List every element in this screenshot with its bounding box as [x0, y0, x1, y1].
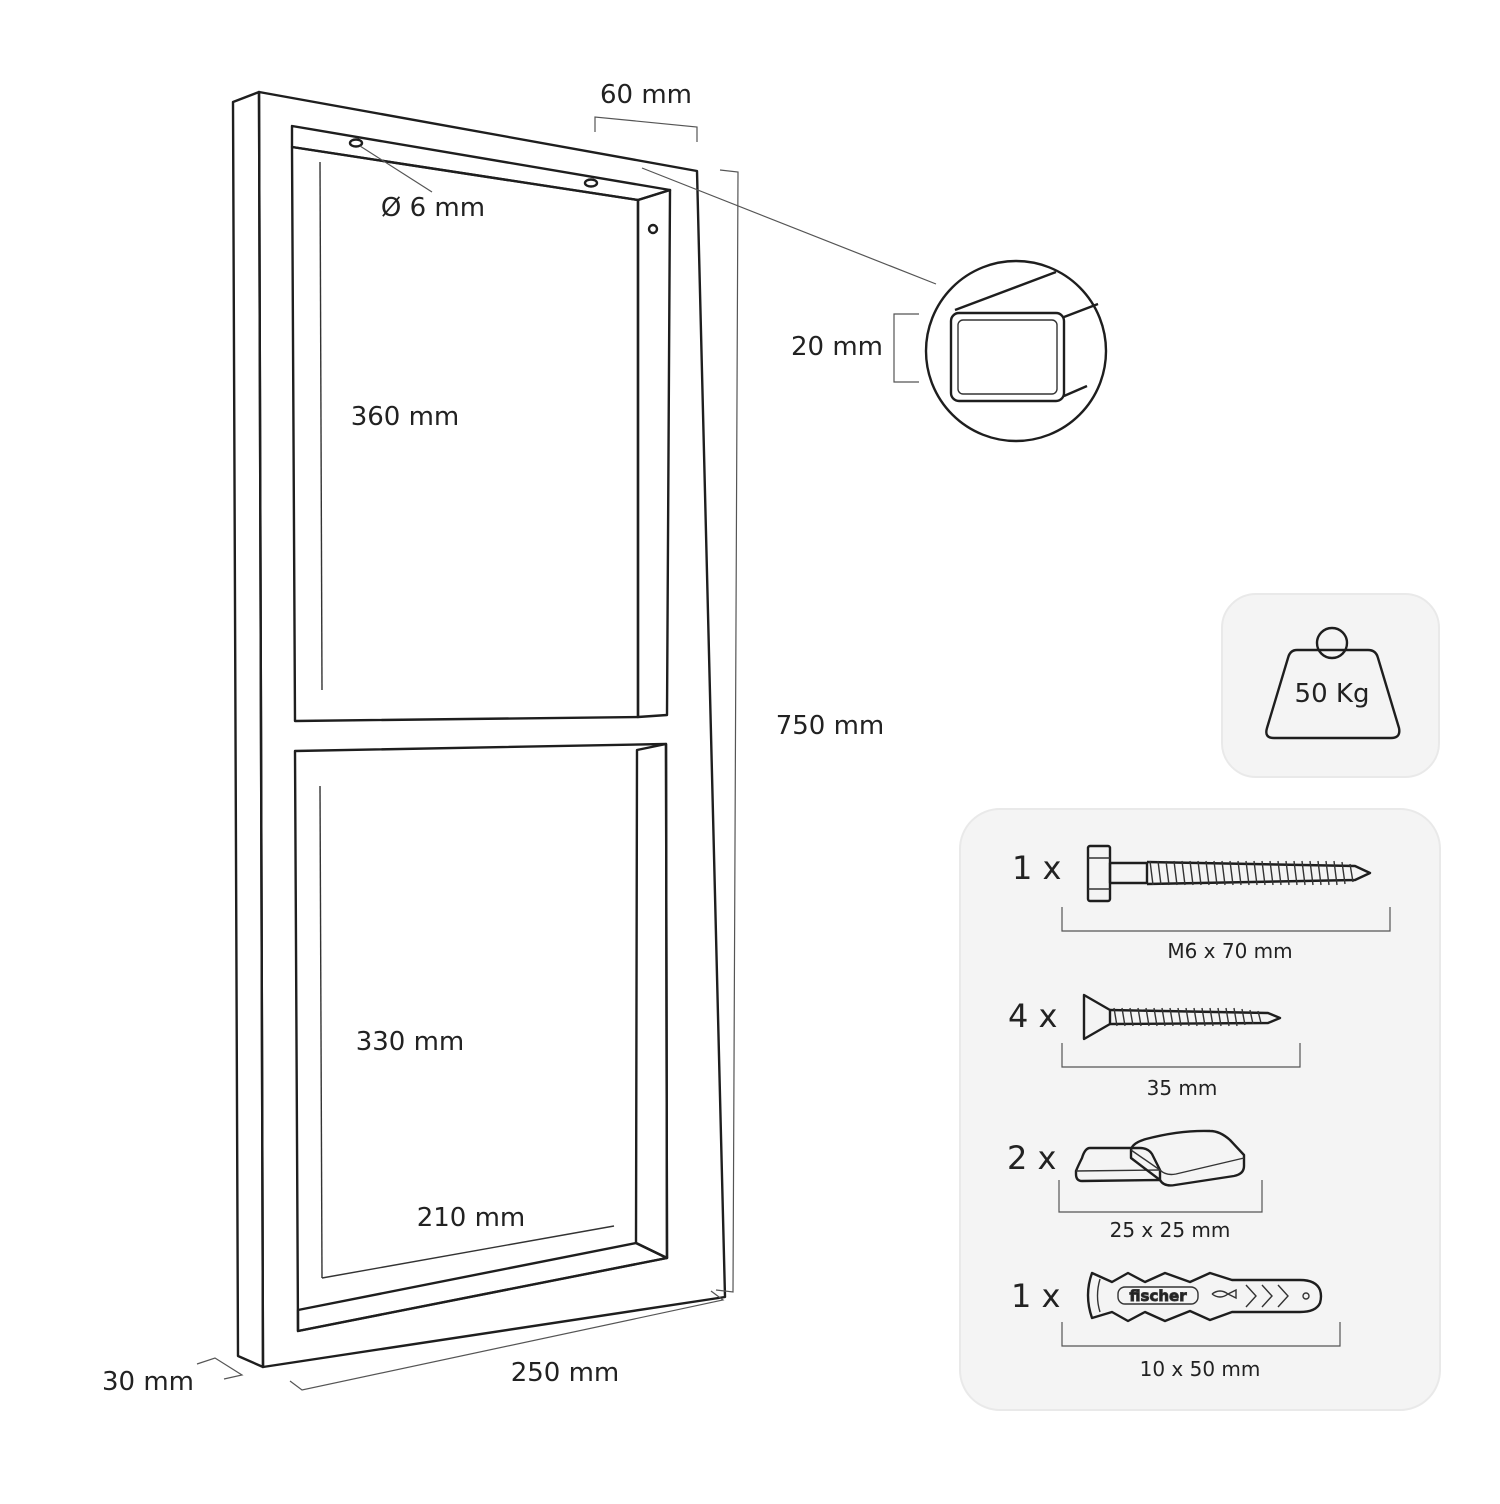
size-bracket: [1061, 1043, 1301, 1068]
hardware-item: 2 x 25 x 25 mm: [1007, 1129, 1263, 1242]
wall-plug-icon: [1086, 1271, 1323, 1323]
pad-icon: [1074, 1129, 1246, 1187]
bracket-frame: [231, 90, 727, 1369]
size-bracket: [1061, 907, 1391, 932]
upper-right-inner-face: [636, 188, 672, 719]
tube-right-edge: [1063, 302, 1099, 319]
hole-diameter-label: Ø 6 mm: [381, 193, 485, 223]
lower-back-edge: [319, 785, 323, 1279]
frame-outer-edge: [257, 90, 727, 1369]
height-bracket: [715, 169, 739, 1293]
tube-end-face: [949, 311, 1066, 403]
frame-top-inner-face: [290, 124, 672, 202]
inner-width-label: 210 mm: [417, 1203, 526, 1233]
detail-circle: [924, 259, 1108, 443]
brand-mark: fischer: [1129, 1287, 1187, 1305]
size-bracket: [1061, 1322, 1341, 1347]
hardware-quantity: 1 x: [1011, 1277, 1060, 1315]
tube-width-bracket: [594, 116, 698, 142]
hardware-size: 25 x 25 mm: [1110, 1218, 1231, 1242]
hardware-size: 35 mm: [1147, 1076, 1218, 1100]
hardware-size: M6 x 70 mm: [1167, 939, 1292, 963]
hardware-size: 10 x 50 mm: [1140, 1357, 1261, 1381]
hardware-panel: 1 x M6 x 70 mm 4 x 35 mm: [959, 808, 1441, 1411]
lower-bottom-inner-face: [296, 1241, 669, 1333]
hardware-item: 1 x M6 x 70 mm: [1012, 844, 1391, 963]
tube-height-bracket: [893, 313, 919, 383]
tube-height-label: 20 mm: [791, 332, 883, 362]
hardware-item: 1 x fischer 10 x 50 mm: [1011, 1271, 1341, 1381]
hardware-panel-bg: [959, 808, 1441, 1411]
hole-leader-line: [359, 145, 433, 193]
mounting-hole: [583, 178, 599, 188]
lower-opening-label: 330 mm: [356, 1027, 465, 1057]
upper-opening-label: 360 mm: [351, 402, 460, 432]
detail-leader-line: [641, 167, 937, 285]
hardware-quantity: 2 x: [1007, 1139, 1056, 1177]
upper-back-edge: [319, 161, 323, 691]
mounting-hole: [348, 138, 364, 148]
tube-section-detail: [641, 167, 1108, 443]
hardware-item: 4 x 35 mm: [1008, 993, 1301, 1100]
tube-bottom-edge: [1063, 384, 1088, 398]
hardware-quantity: 1 x: [1012, 849, 1061, 887]
dimension-labels: 60 mm Ø 6 mm 20 mm 360 mm 750 mm 330 mm …: [102, 80, 884, 1397]
dimension-lines: [196, 116, 919, 1391]
countersunk-screw-icon: [1082, 993, 1282, 1041]
weight-icon: [1265, 626, 1401, 740]
width-bracket: [289, 1290, 725, 1391]
upper-opening-edge: [290, 145, 640, 723]
hex-bolt-icon: [1086, 844, 1372, 903]
tube-inner-wall: [957, 319, 1058, 395]
load-capacity-badge: 50 Kg: [1221, 593, 1440, 778]
size-bracket: [1058, 1180, 1263, 1213]
load-badge-panel: [1221, 593, 1440, 778]
total-width-label: 250 mm: [511, 1358, 620, 1388]
hardware-quantity: 4 x: [1008, 997, 1057, 1035]
lower-back-bottom-edge: [321, 1225, 615, 1279]
lower-right-inner-face: [634, 742, 669, 1260]
depth-label: 30 mm: [102, 1367, 194, 1397]
total-height-label: 750 mm: [776, 711, 885, 741]
mounting-hole: [647, 223, 659, 235]
tube-width-label: 60 mm: [600, 80, 692, 110]
tube-top-edge: [954, 270, 1057, 312]
depth-bracket: [196, 1357, 244, 1380]
load-label: 50 Kg: [1295, 679, 1370, 709]
lower-opening-edge: [293, 742, 669, 1333]
